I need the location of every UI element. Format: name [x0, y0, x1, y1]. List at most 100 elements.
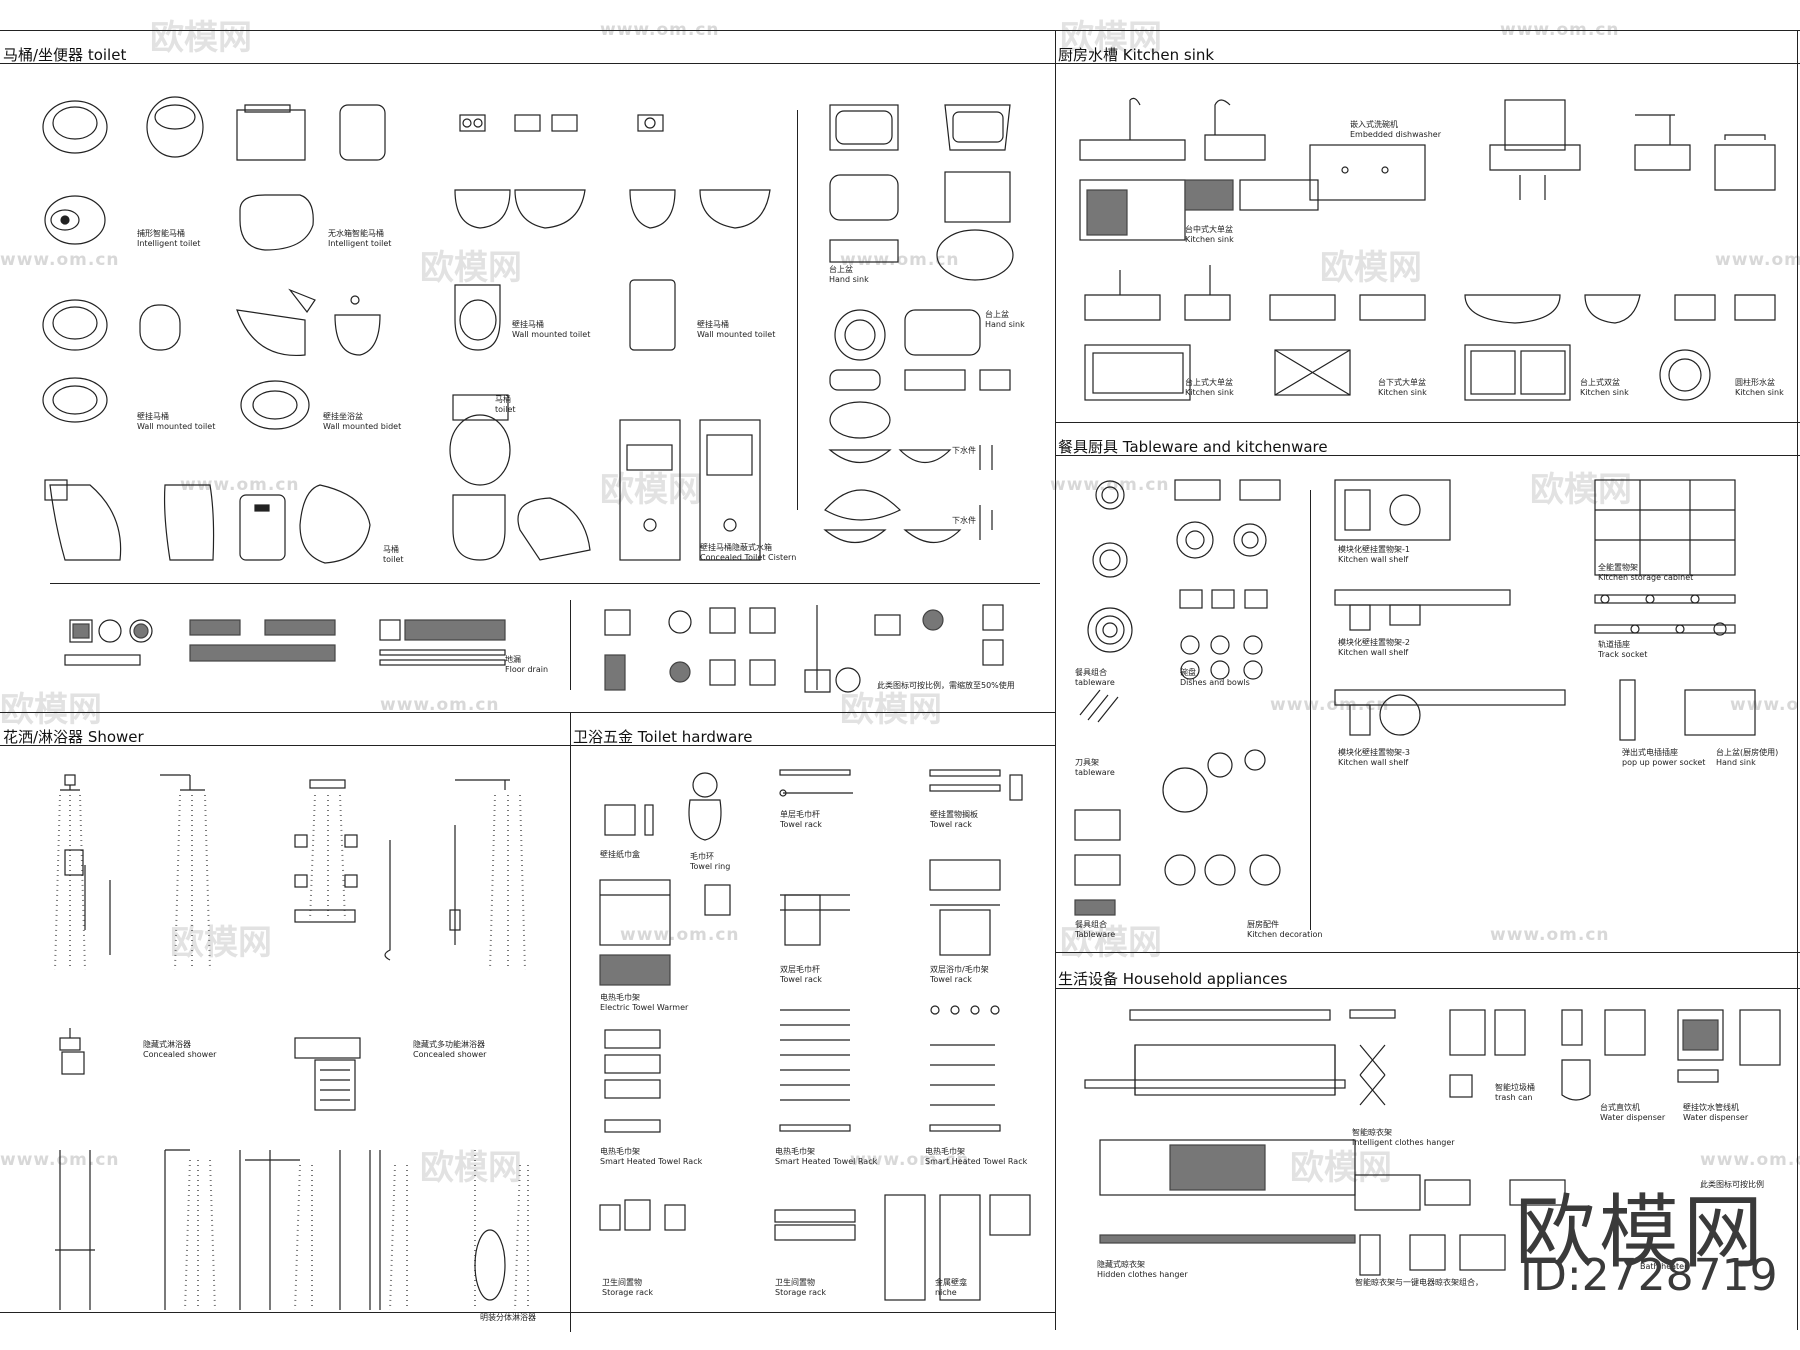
watermark-url: www.om.cn: [1270, 695, 1390, 715]
label-cn: 金属壁龛: [935, 1278, 967, 1287]
label-en: tableware: [1075, 768, 1115, 777]
label-en: Concealed shower: [413, 1050, 487, 1059]
kitchen-sink-symbols: [1079, 97, 1776, 401]
watermark-brand: 欧模网: [1060, 923, 1162, 963]
watermark-brand: 欧模网: [170, 923, 272, 963]
label-cn: 弹出式电插插座: [1622, 748, 1678, 757]
section-title-kitchen-sink: 厨房水槽 Kitchen sink: [1058, 46, 1215, 64]
label-en: Intelligent clothes hanger: [1352, 1138, 1455, 1147]
label-cn: 壁挂马桶: [137, 412, 169, 421]
label-en: trash can: [1495, 1093, 1533, 1102]
label-cn: 毛巾环: [690, 852, 714, 861]
label-cn: 智能垃圾桶: [1495, 1083, 1535, 1092]
label-en: Water dispenser: [1600, 1113, 1666, 1122]
label-cn: 圆柱形水盆: [1735, 378, 1775, 387]
label-cn: 单层毛巾杆: [780, 810, 820, 819]
toilet-title-rule: [0, 63, 1055, 64]
watermark-url: www.om.cn: [0, 1150, 120, 1170]
label-en: Storage rack: [602, 1288, 654, 1297]
label-en: Kitchen sink: [1735, 388, 1784, 397]
label-cn: 壁挂马桶: [512, 320, 544, 329]
label-en: Tableware: [1075, 930, 1116, 939]
label-cn: 地漏: [505, 655, 521, 664]
label-w10: 台上盆(厨房使用)Hand sink: [1716, 748, 1778, 768]
label-en: Hand sink: [829, 275, 869, 284]
main-vertical-divider: [1055, 30, 1056, 1330]
label-en: Towel rack: [930, 820, 972, 829]
label-en: Embedded dishwasher: [1350, 130, 1441, 139]
tableware-title-rule: [1055, 455, 1800, 456]
label-cn: 壁挂坐浴盆: [323, 412, 363, 421]
watermark-url: www.om.cn: [1700, 1150, 1800, 1170]
label-en: Concealed Toilet Cistern: [700, 553, 797, 562]
floor-drain-symbols: [64, 619, 506, 666]
label-cn: 台上盆(厨房使用): [1716, 748, 1779, 757]
label-en: Kitchen wall shelf: [1338, 758, 1409, 767]
shower-title-rule: [0, 745, 1055, 746]
watermark-brand: 欧模网: [150, 18, 252, 58]
divider-sink-tableware: [1055, 422, 1800, 423]
watermark-brand: 欧模网: [1060, 18, 1162, 58]
watermark-url: www.om.cn: [180, 475, 300, 495]
section-title-shower: 花洒/淋浴器 Shower: [3, 728, 144, 746]
section-title-hardware: 卫浴五金 Toilet hardware: [573, 728, 753, 746]
label-t12: 下水件: [952, 446, 976, 455]
label-cn: 全能置物架: [1598, 563, 1638, 572]
label-cn: 台中式大单盆: [1185, 225, 1233, 234]
label-cn: 壁挂饮水管线机: [1683, 1103, 1739, 1112]
label-a8: Bath heater: [1640, 1262, 1688, 1271]
watermark-url: www.om.cn: [840, 250, 960, 270]
label-cn: 餐具组合: [1075, 920, 1107, 929]
label-en: Kitchen sink: [1378, 388, 1427, 397]
watermark-brand: 欧模网: [1530, 470, 1632, 510]
label-en: Towel rack: [780, 820, 822, 829]
label-en: pop up power socket: [1622, 758, 1706, 767]
label-cn: 电热毛巾架: [600, 993, 640, 1002]
label-en: Water dispenser: [1683, 1113, 1749, 1122]
label-cn: 电热毛巾架: [600, 1147, 640, 1156]
label-en: Electric Towel Warmer: [600, 1003, 689, 1012]
label-en: Kitchen sink: [1580, 388, 1629, 397]
label-cn: 餐具组合: [1075, 668, 1107, 677]
label-cn: 电热毛巾架: [775, 1147, 815, 1156]
watermark-url: www.om.cn: [1490, 925, 1610, 945]
watermark-brand: 欧模网: [420, 1148, 522, 1188]
label-en: Kitchen wall shelf: [1338, 555, 1409, 564]
divider-shower-hardware: [570, 712, 571, 1332]
label-en: Hand sink: [985, 320, 1025, 329]
toilet-symbols-group-2: [236, 104, 386, 430]
label-cn: 马桶: [383, 545, 399, 554]
label-t13: 下水件: [952, 516, 976, 525]
hand-sink-symbols: [823, 104, 1014, 543]
label-en: Track socket: [1598, 650, 1648, 659]
corner-id: ID:2728719: [1520, 1250, 1778, 1301]
label-cn: 无水箱智能马桶: [328, 229, 384, 238]
watermark-brand: 欧模网: [0, 690, 102, 730]
label-en: Wall mounted toilet: [512, 330, 591, 339]
label-cn: 模块化壁挂置物架-2: [1338, 638, 1410, 647]
